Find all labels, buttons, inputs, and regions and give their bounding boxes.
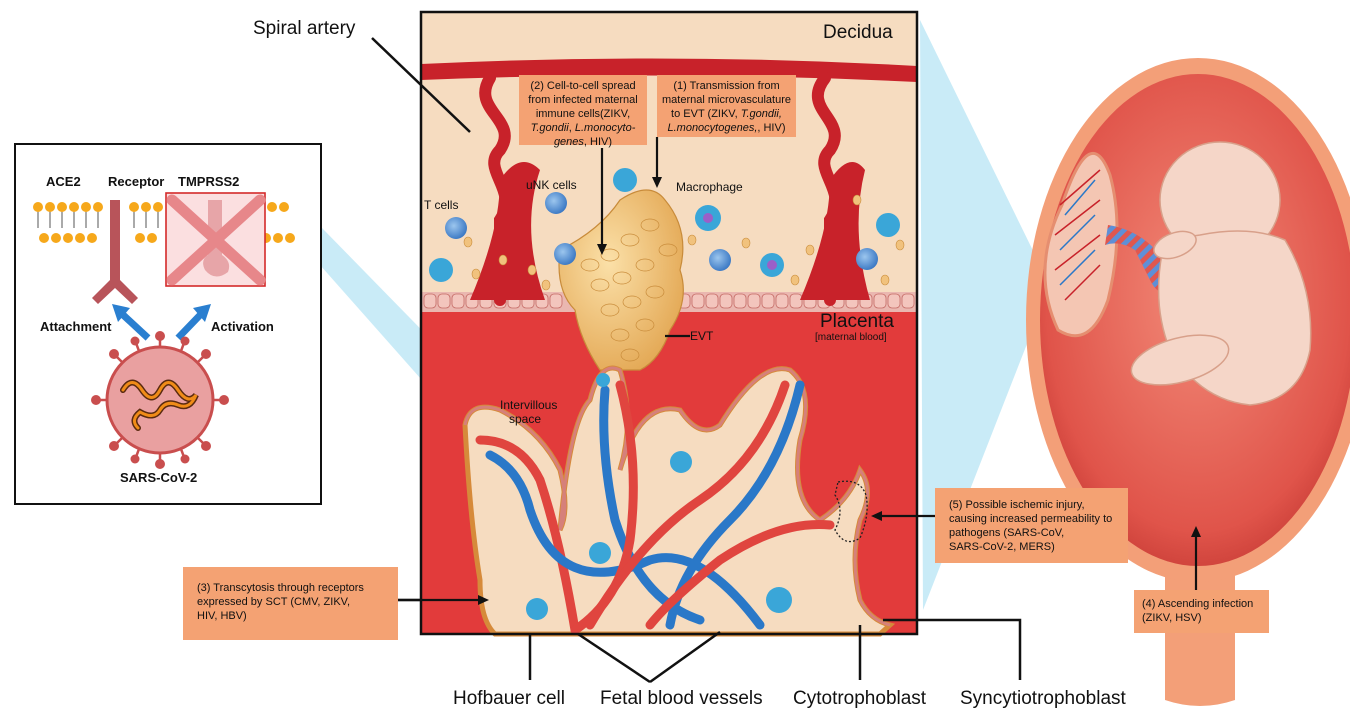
label-syncytiotrophoblast: Syncytiotrophoblast [960, 688, 1126, 710]
note-cell-to-cell-spread: (2) Cell-to-cell spread from infected ma… [519, 75, 647, 145]
note-ischemic-injury: (5) Possible ischemic injury, causing in… [935, 488, 1128, 563]
label-t-cells: T cells [424, 198, 458, 212]
label-cytotrophoblast: Cytotrophoblast [793, 688, 926, 710]
unk-cells [545, 192, 567, 214]
sars-cov-2-virus [91, 331, 229, 469]
label-maternal-blood: [maternal blood] [815, 332, 887, 343]
label-placenta: Placenta [820, 311, 894, 333]
label-ace2: ACE2 [46, 174, 81, 189]
label-activation: Activation [211, 319, 274, 334]
note-transcytosis: (3) Transcytosis through receptors expre… [183, 567, 398, 640]
label-space: space [509, 412, 541, 426]
label-macrophage: Macrophage [676, 180, 743, 194]
note-transmission-from-microvasculature: (1) Transmission from maternal microvasc… [657, 75, 796, 137]
label-receptor: Receptor [108, 174, 164, 189]
label-sars-cov-2: SARS-CoV-2 [120, 470, 197, 485]
note-ascending-infection: (4) Ascending infection (ZIKV, HSV) [1134, 590, 1269, 633]
label-intervillous: Intervillous [500, 398, 557, 412]
label-attachment: Attachment [40, 319, 112, 334]
label-fetal-blood-vessels: Fetal blood vessels [600, 688, 763, 710]
label-spiral-artery: Spiral artery [253, 18, 355, 40]
label-evt: EVT [690, 329, 713, 343]
label-unk-cells: uNK cells [526, 178, 577, 192]
label-tmprss2: TMPRSS2 [178, 174, 239, 189]
label-hofbauer-cell: Hofbauer cell [453, 688, 565, 710]
label-decidua: Decidua [823, 22, 893, 44]
